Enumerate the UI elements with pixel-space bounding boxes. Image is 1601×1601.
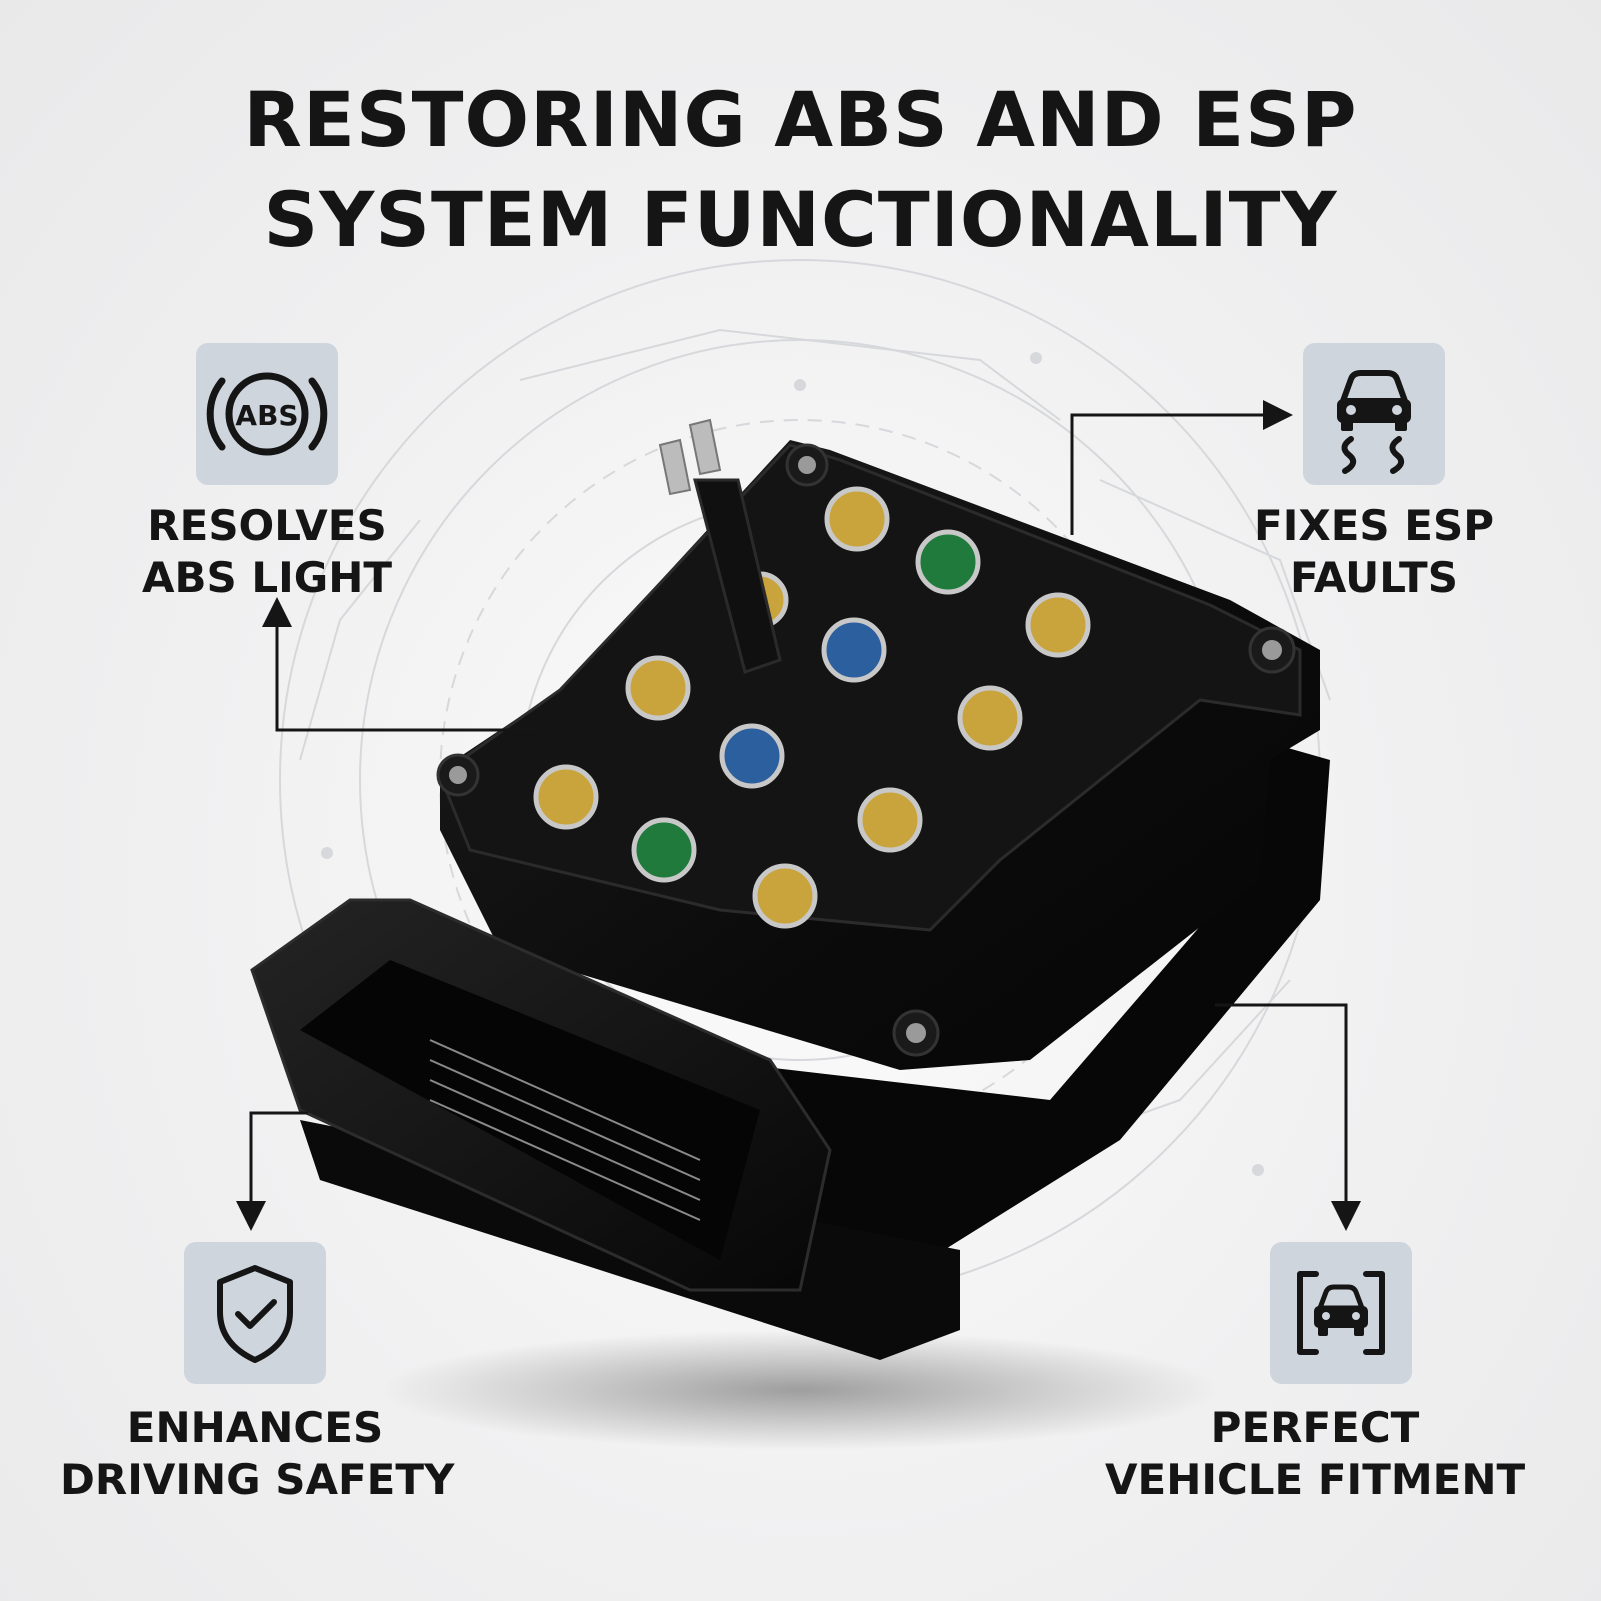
esp-faults-icon-tile bbox=[1303, 343, 1445, 485]
arrow-to-esp-faults bbox=[1070, 400, 1293, 535]
feature-driving-safety-line2: DRIVING SAFETY bbox=[60, 1455, 455, 1504]
car-in-frame-icon bbox=[1297, 1271, 1385, 1355]
abs-warning-icon: ABS bbox=[206, 372, 328, 456]
feature-abs-light: RESOLVES ABS LIGHT bbox=[107, 500, 427, 604]
feature-vehicle-fitment-line1: PERFECT bbox=[1210, 1403, 1420, 1452]
headline-line-2: SYSTEM FUNCTIONALITY bbox=[263, 175, 1338, 264]
arrow-to-driving-safety bbox=[236, 1111, 308, 1231]
feature-driving-safety: ENHANCES DRIVING SAFETY bbox=[60, 1402, 455, 1506]
feature-driving-safety-line1: ENHANCES bbox=[126, 1403, 384, 1452]
abs-icon-text: ABS bbox=[235, 399, 298, 432]
feature-esp-faults: FIXES ESP FAULTS bbox=[1214, 500, 1534, 604]
shield-check-icon bbox=[217, 1265, 293, 1363]
feature-abs-light-line1: RESOLVES bbox=[147, 501, 387, 550]
feature-vehicle-fitment: PERFECT VEHICLE FITMENT bbox=[1105, 1402, 1525, 1506]
feature-esp-faults-line1: FIXES ESP bbox=[1254, 501, 1494, 550]
feature-abs-light-line2: ABS LIGHT bbox=[141, 553, 393, 602]
arrow-to-vehicle-fitment bbox=[1215, 1003, 1361, 1231]
abs-light-icon-tile: ABS bbox=[196, 343, 338, 485]
skidding-car-icon bbox=[1337, 370, 1411, 474]
feature-esp-faults-line2: FAULTS bbox=[1290, 553, 1458, 602]
headline-line-1: RESTORING ABS AND ESP bbox=[243, 75, 1358, 164]
arrow-to-abs-light bbox=[262, 597, 540, 732]
vehicle-fitment-icon-tile bbox=[1270, 1242, 1412, 1384]
feature-vehicle-fitment-line2: VEHICLE FITMENT bbox=[1105, 1455, 1526, 1504]
driving-safety-icon-tile bbox=[184, 1242, 326, 1384]
